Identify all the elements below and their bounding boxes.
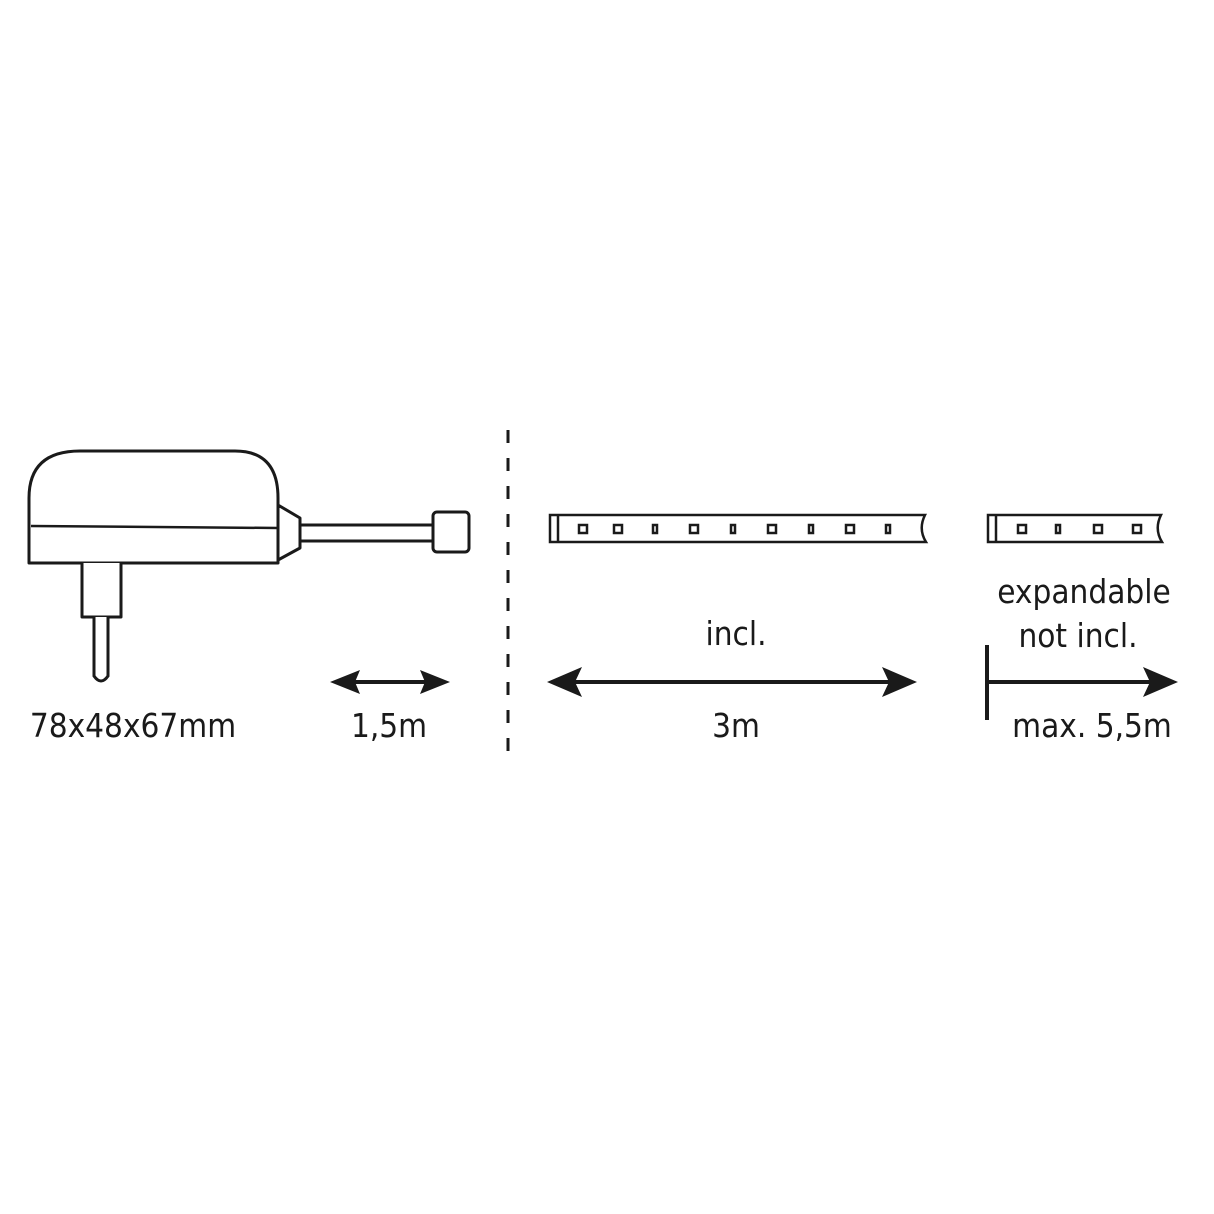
included-status-label: incl. (705, 614, 766, 653)
cable (300, 523, 433, 543)
led-strip-icon (548, 513, 929, 544)
arrow-right-icon (985, 645, 1178, 720)
cable-length-label: 1,5m (351, 706, 427, 745)
double-arrow-icon (330, 670, 450, 694)
led-strip-expansion-icon (986, 513, 1165, 544)
double-arrow-icon (547, 667, 917, 697)
not-included-label: not incl. (1018, 616, 1137, 655)
power-adapter-icon (27, 449, 302, 619)
included-length-label: 3m (712, 706, 760, 745)
max-length-label: max. 5,5m (1012, 706, 1172, 745)
plug-pin-icon (92, 617, 110, 683)
adapter-dimensions-label: 78x48x67mm (30, 706, 236, 745)
connector-icon (431, 510, 471, 554)
expandable-label: expandable (997, 572, 1171, 611)
